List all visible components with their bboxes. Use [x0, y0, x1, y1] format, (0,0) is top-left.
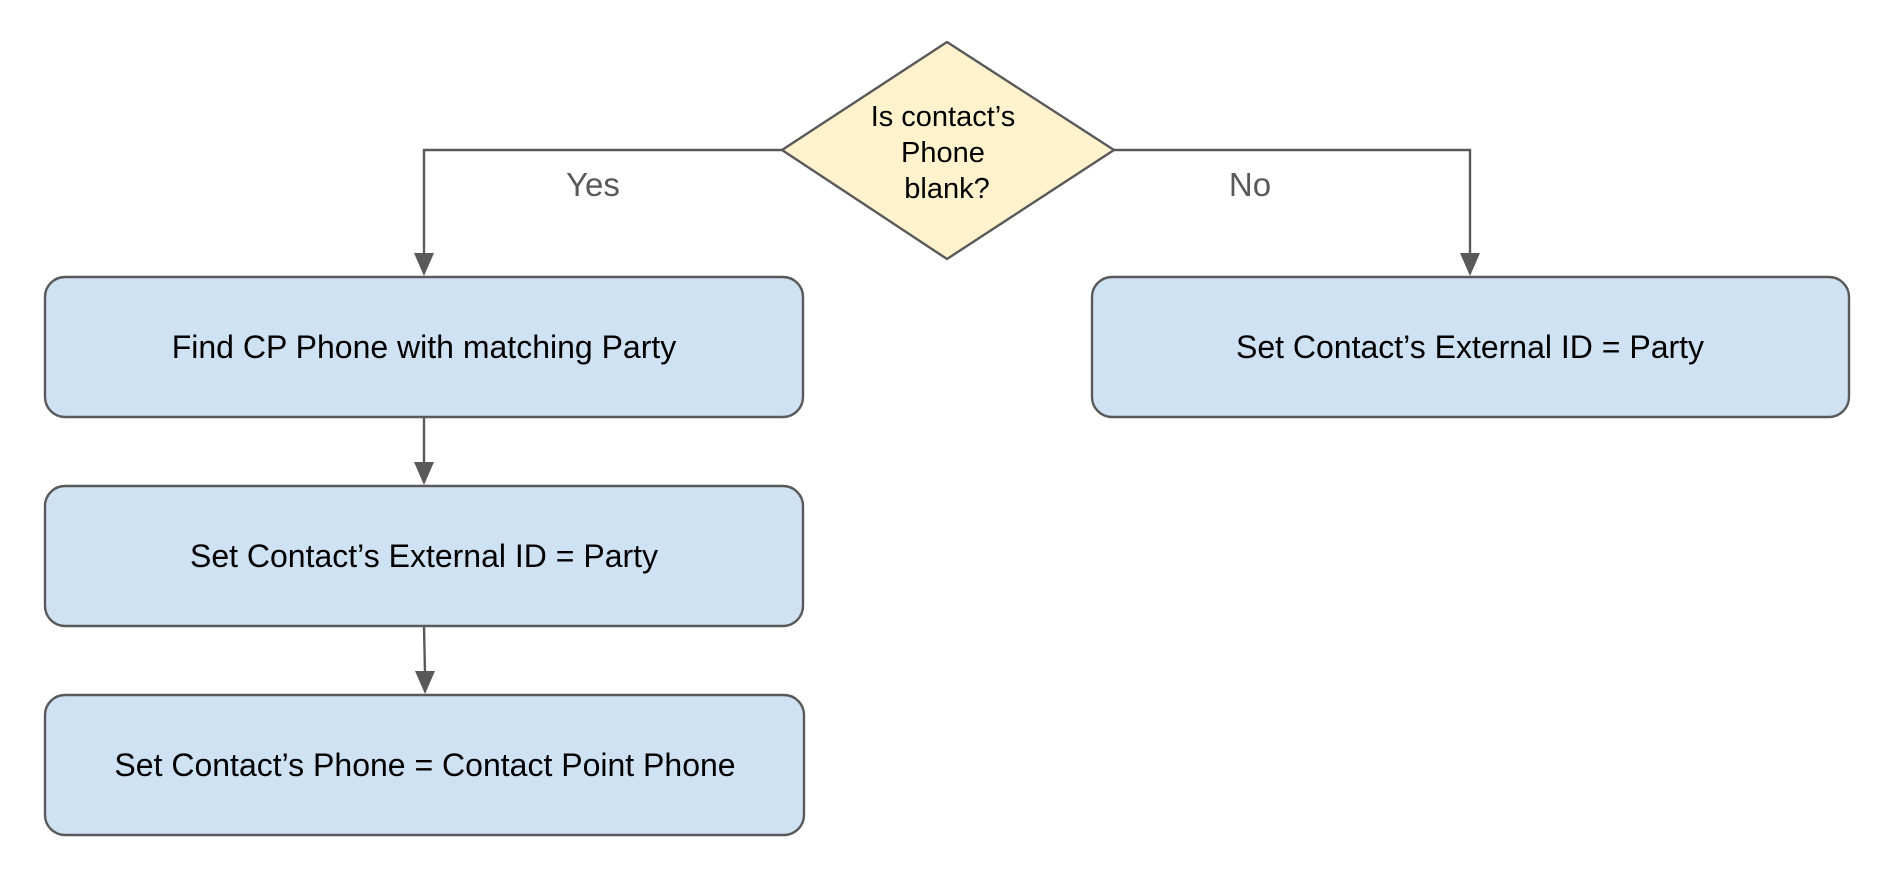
step-set-external-id-yes: Set Contact’s External ID = Party	[43, 484, 805, 628]
step-set-phone-text: Set Contact’s Phone = Contact Point Phon…	[114, 747, 735, 783]
decision-line-3: blank?	[904, 173, 989, 205]
no-label: No	[1229, 166, 1271, 203]
edge-no	[1114, 148, 1472, 255]
step-find-cp-phone-box	[43, 275, 805, 419]
arrowhead-no	[1460, 253, 1480, 276]
edge-yes	[422, 148, 782, 255]
step-set-external-id-no: Set Contact’s External ID = Party	[1090, 275, 1851, 419]
decision-diamond	[779, 40, 1117, 261]
edges	[414, 148, 1480, 694]
decision-line-1: Is contact’s	[871, 101, 1016, 133]
decision-node: Is contact’s Phone blank?	[779, 40, 1117, 261]
decision-line-2: Phone	[901, 137, 985, 169]
step-set-external-id-no-text: Set Contact’s External ID = Party	[1236, 329, 1704, 365]
step-set-phone-box	[43, 693, 806, 837]
step-set-external-id-no-box	[1090, 275, 1851, 419]
step-set-external-id-yes-text: Set Contact’s External ID = Party	[190, 538, 658, 574]
decision-text: Is contact’s Phone blank?	[871, 101, 1024, 205]
step-find-cp-phone: Find CP Phone with matching Party	[43, 275, 805, 419]
yes-label: Yes	[566, 166, 620, 203]
step-find-cp-phone-text: Find CP Phone with matching Party	[172, 329, 677, 365]
step-set-external-id-yes-box	[43, 484, 805, 628]
edge-set-external-id-to-set-phone	[422, 625, 427, 674]
step-set-phone: Set Contact’s Phone = Contact Point Phon…	[43, 693, 806, 837]
arrowhead-set-external-id-to-set-phone	[415, 671, 435, 694]
arrowhead-yes	[414, 253, 434, 276]
arrowhead-find-to-set-external-id	[414, 462, 434, 485]
